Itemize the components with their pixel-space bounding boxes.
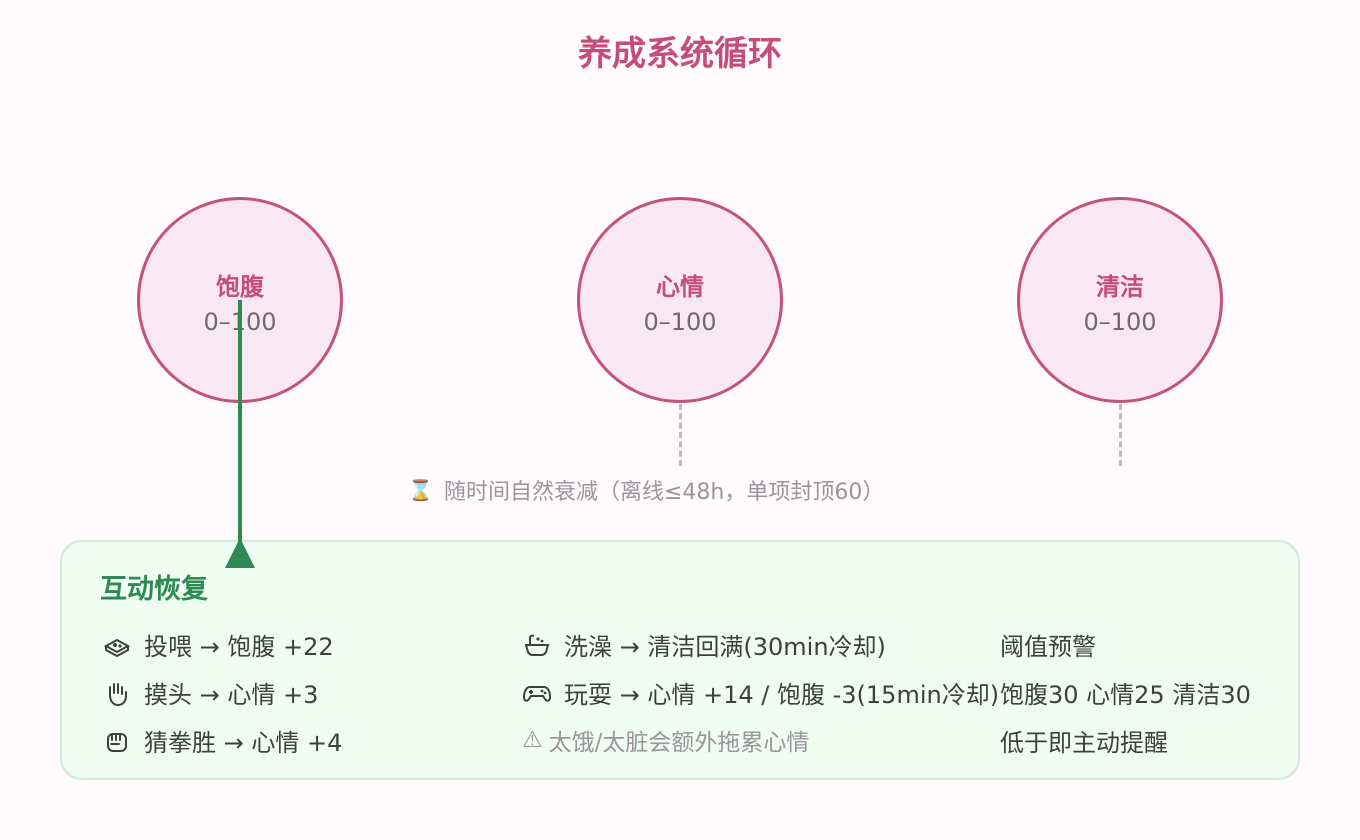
- gamepad-icon: [522, 678, 552, 708]
- action-text: 洗澡 → 清洁回满(30min冷却): [564, 633, 886, 661]
- stat-range: 0–100: [643, 308, 717, 336]
- recovery-arrow-line: [238, 300, 242, 566]
- warning-icon: ⚠: [522, 727, 543, 753]
- threshold-title: 阈值预警: [1000, 633, 1096, 661]
- stat-name: 饱腹: [216, 273, 264, 301]
- interaction-panel: [60, 540, 1300, 780]
- action-text: 猜拳胜 → 心情 +4: [144, 729, 343, 757]
- decay-connector-mood: [679, 404, 682, 466]
- bathtub-icon: [522, 630, 552, 660]
- action-rps-win: 猜拳胜 → 心情 +4: [102, 723, 342, 758]
- stat-range: 0–100: [1083, 308, 1157, 336]
- stat-name: 心情: [656, 273, 704, 301]
- hourglass-icon: ⌛: [408, 478, 433, 502]
- action-text: 投喂 → 饱腹 +22: [144, 633, 334, 661]
- stat-name: 清洁: [1096, 273, 1144, 301]
- decay-text: 随时间自然衰减（离线≤48h，单项封顶60）: [444, 480, 885, 505]
- food-bowl-icon: [102, 630, 132, 660]
- warning-note: ⚠ 太饿/太脏会额外拖累心情: [522, 723, 809, 757]
- decay-note: ⌛ 随时间自然衰减（离线≤48h，单项封顶60）: [408, 474, 884, 506]
- diagram-title: 养成系统循环: [578, 34, 782, 74]
- panel-title: 互动恢复: [100, 574, 208, 605]
- recovery-arrow-head: [225, 538, 255, 568]
- warning-text: 太饿/太脏会额外拖累心情: [548, 730, 810, 756]
- fist-icon: [102, 726, 132, 756]
- threshold-values: 饱腹30 心情25 清洁30: [1000, 681, 1251, 709]
- decay-connector-cleanliness: [1119, 404, 1122, 466]
- action-feed: 投喂 → 饱腹 +22: [102, 627, 334, 662]
- action-text: 摸头 → 心情 +3: [144, 681, 319, 709]
- action-pat: 摸头 → 心情 +3: [102, 675, 318, 710]
- action-play: 玩耍 → 心情 +14 / 饱腹 -3(15min冷却): [522, 675, 999, 710]
- action-bath: 洗澡 → 清洁回满(30min冷却): [522, 627, 886, 662]
- stat-circle-mood: 心情 0–100: [577, 197, 783, 403]
- hand-icon: [102, 678, 132, 708]
- threshold-desc: 低于即主动提醒: [1000, 729, 1168, 757]
- stat-circle-cleanliness: 清洁 0–100: [1017, 197, 1223, 403]
- action-text: 玩耍 → 心情 +14 / 饱腹 -3(15min冷却): [564, 681, 1000, 709]
